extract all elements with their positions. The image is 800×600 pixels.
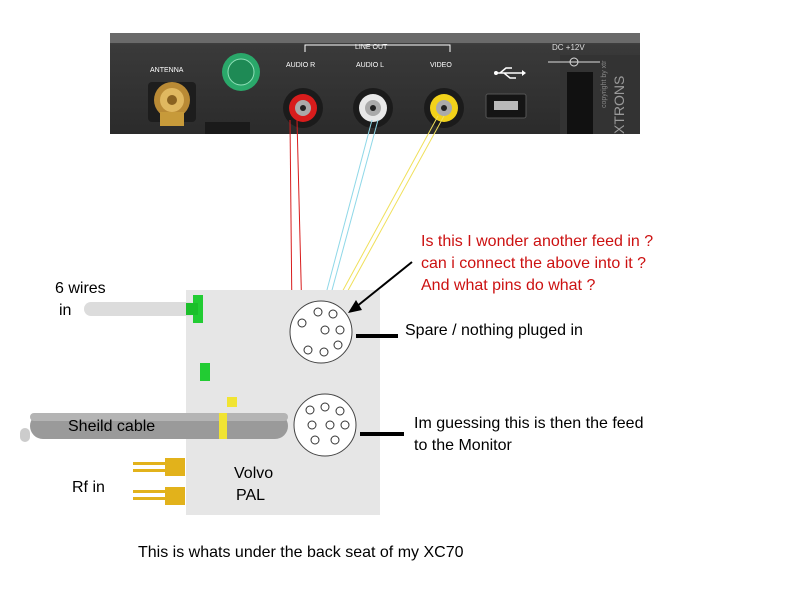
dc-jack <box>567 72 593 134</box>
spare-label: Spare / nothing pluged in <box>405 322 583 339</box>
brand-text: XTRONS <box>611 76 627 134</box>
six-wires-label-2: in <box>59 302 72 319</box>
guess-line-2: to the Monitor <box>414 437 512 454</box>
sheild-cable <box>20 397 288 442</box>
audio-r-label: AUDIO R <box>286 62 315 69</box>
question-line-2: can i connect the above into it ? <box>421 255 647 272</box>
copyright-text: copyright by xtr <box>601 60 608 108</box>
audio-l-label: AUDIO L <box>356 62 384 69</box>
pal-label: PAL <box>236 487 266 504</box>
mini-usb-port <box>485 93 527 119</box>
rca-audio-r-jack <box>283 88 323 128</box>
din-connector-spare <box>289 300 353 364</box>
green-badge-icon <box>222 53 260 91</box>
dc-polarity-icon <box>548 57 600 67</box>
video-label: VIDEO <box>430 62 452 69</box>
sheild-cable-label: Sheild cable <box>68 418 156 435</box>
volvo-label: Volvo <box>234 465 274 482</box>
question-line-3: And what pins do what ? <box>421 277 596 294</box>
rf-connector-top <box>133 458 185 476</box>
caption: This is whats under the back seat of my … <box>138 544 464 561</box>
rca-video-jack <box>424 88 464 128</box>
yellow-wire <box>334 115 445 306</box>
antenna-connector <box>148 82 196 126</box>
rf-connector-bottom <box>133 487 185 505</box>
guess-line-1: Im guessing this is then the feed <box>414 415 644 432</box>
din-connector-monitor <box>293 393 357 457</box>
dc-label: DC +12V <box>552 43 585 52</box>
question-arrow <box>348 261 413 313</box>
rca-audio-l-jack <box>353 88 393 128</box>
antenna-label: ANTENNA <box>150 67 184 74</box>
green-tab-mid <box>200 363 210 381</box>
white-wire <box>322 119 379 306</box>
six-wires-label-1: 6 wires <box>55 280 106 297</box>
usb-icon <box>494 67 526 79</box>
question-line-1: Is this I wonder another feed in ? <box>421 233 654 250</box>
rf-in-label: Rf in <box>72 479 105 496</box>
red-wire <box>289 119 303 319</box>
six-wire-cable <box>84 302 198 316</box>
line-out-label: LINE OUT <box>355 44 388 51</box>
